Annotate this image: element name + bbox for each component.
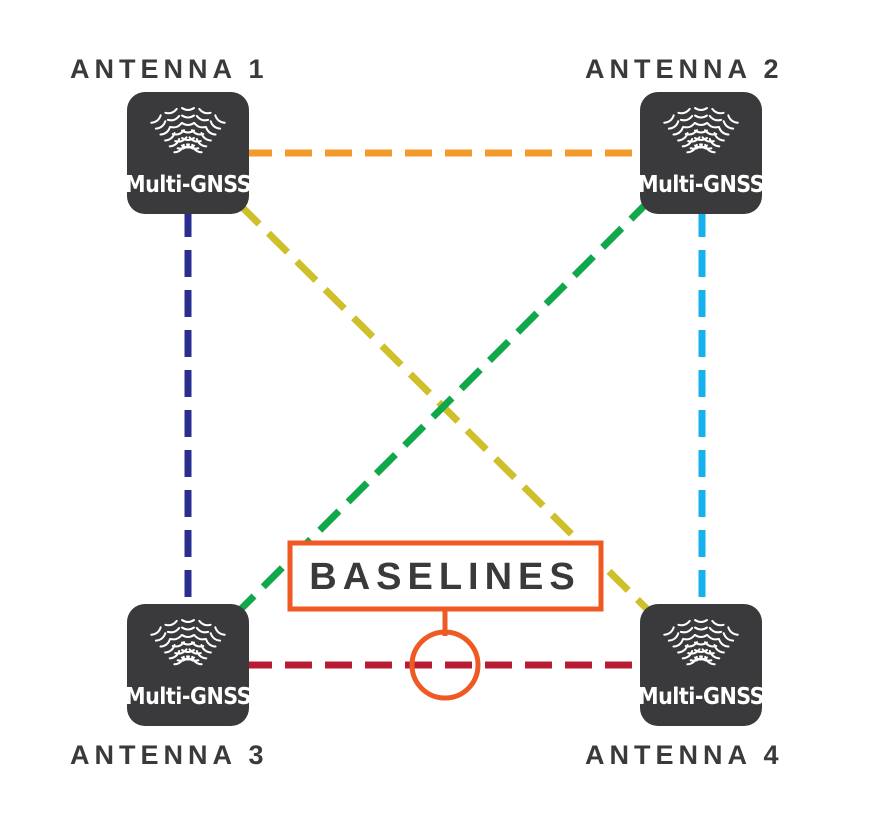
antenna-box-2: Multi-GNSS [638, 92, 765, 214]
antenna-box-body [127, 604, 249, 726]
antenna-label-2: ANTENNA 2 [585, 54, 784, 84]
antenna-box-text: Multi-GNSS [125, 172, 251, 198]
antenna-box-3: Multi-GNSS [125, 604, 252, 726]
callout-marker-circle [409, 629, 481, 701]
antenna-box-text: Multi-GNSS [125, 684, 251, 710]
antenna-box-text: Multi-GNSS [638, 684, 764, 710]
gnss-signal-icon [150, 107, 226, 154]
callout-box [287, 540, 604, 612]
antenna-box-4: Multi-GNSS [638, 604, 765, 726]
antenna-box-1: Multi-GNSS [125, 92, 252, 214]
callout-label: BASELINES [309, 556, 580, 598]
antenna-box-body [127, 92, 249, 214]
baselines-callout: BASELINES [287, 540, 604, 701]
antenna-box-body [640, 604, 762, 726]
gnss-signal-icon [150, 619, 226, 666]
gnss-signal-icon [663, 107, 739, 154]
antenna-label-4: ANTENNA 4 [585, 740, 784, 770]
antenna-label-1: ANTENNA 1 [70, 54, 269, 84]
antenna-label-3: ANTENNA 3 [70, 740, 269, 770]
antenna-box-body [640, 92, 762, 214]
gnss-signal-icon [663, 619, 739, 666]
antenna-box-text: Multi-GNSS [638, 172, 764, 198]
